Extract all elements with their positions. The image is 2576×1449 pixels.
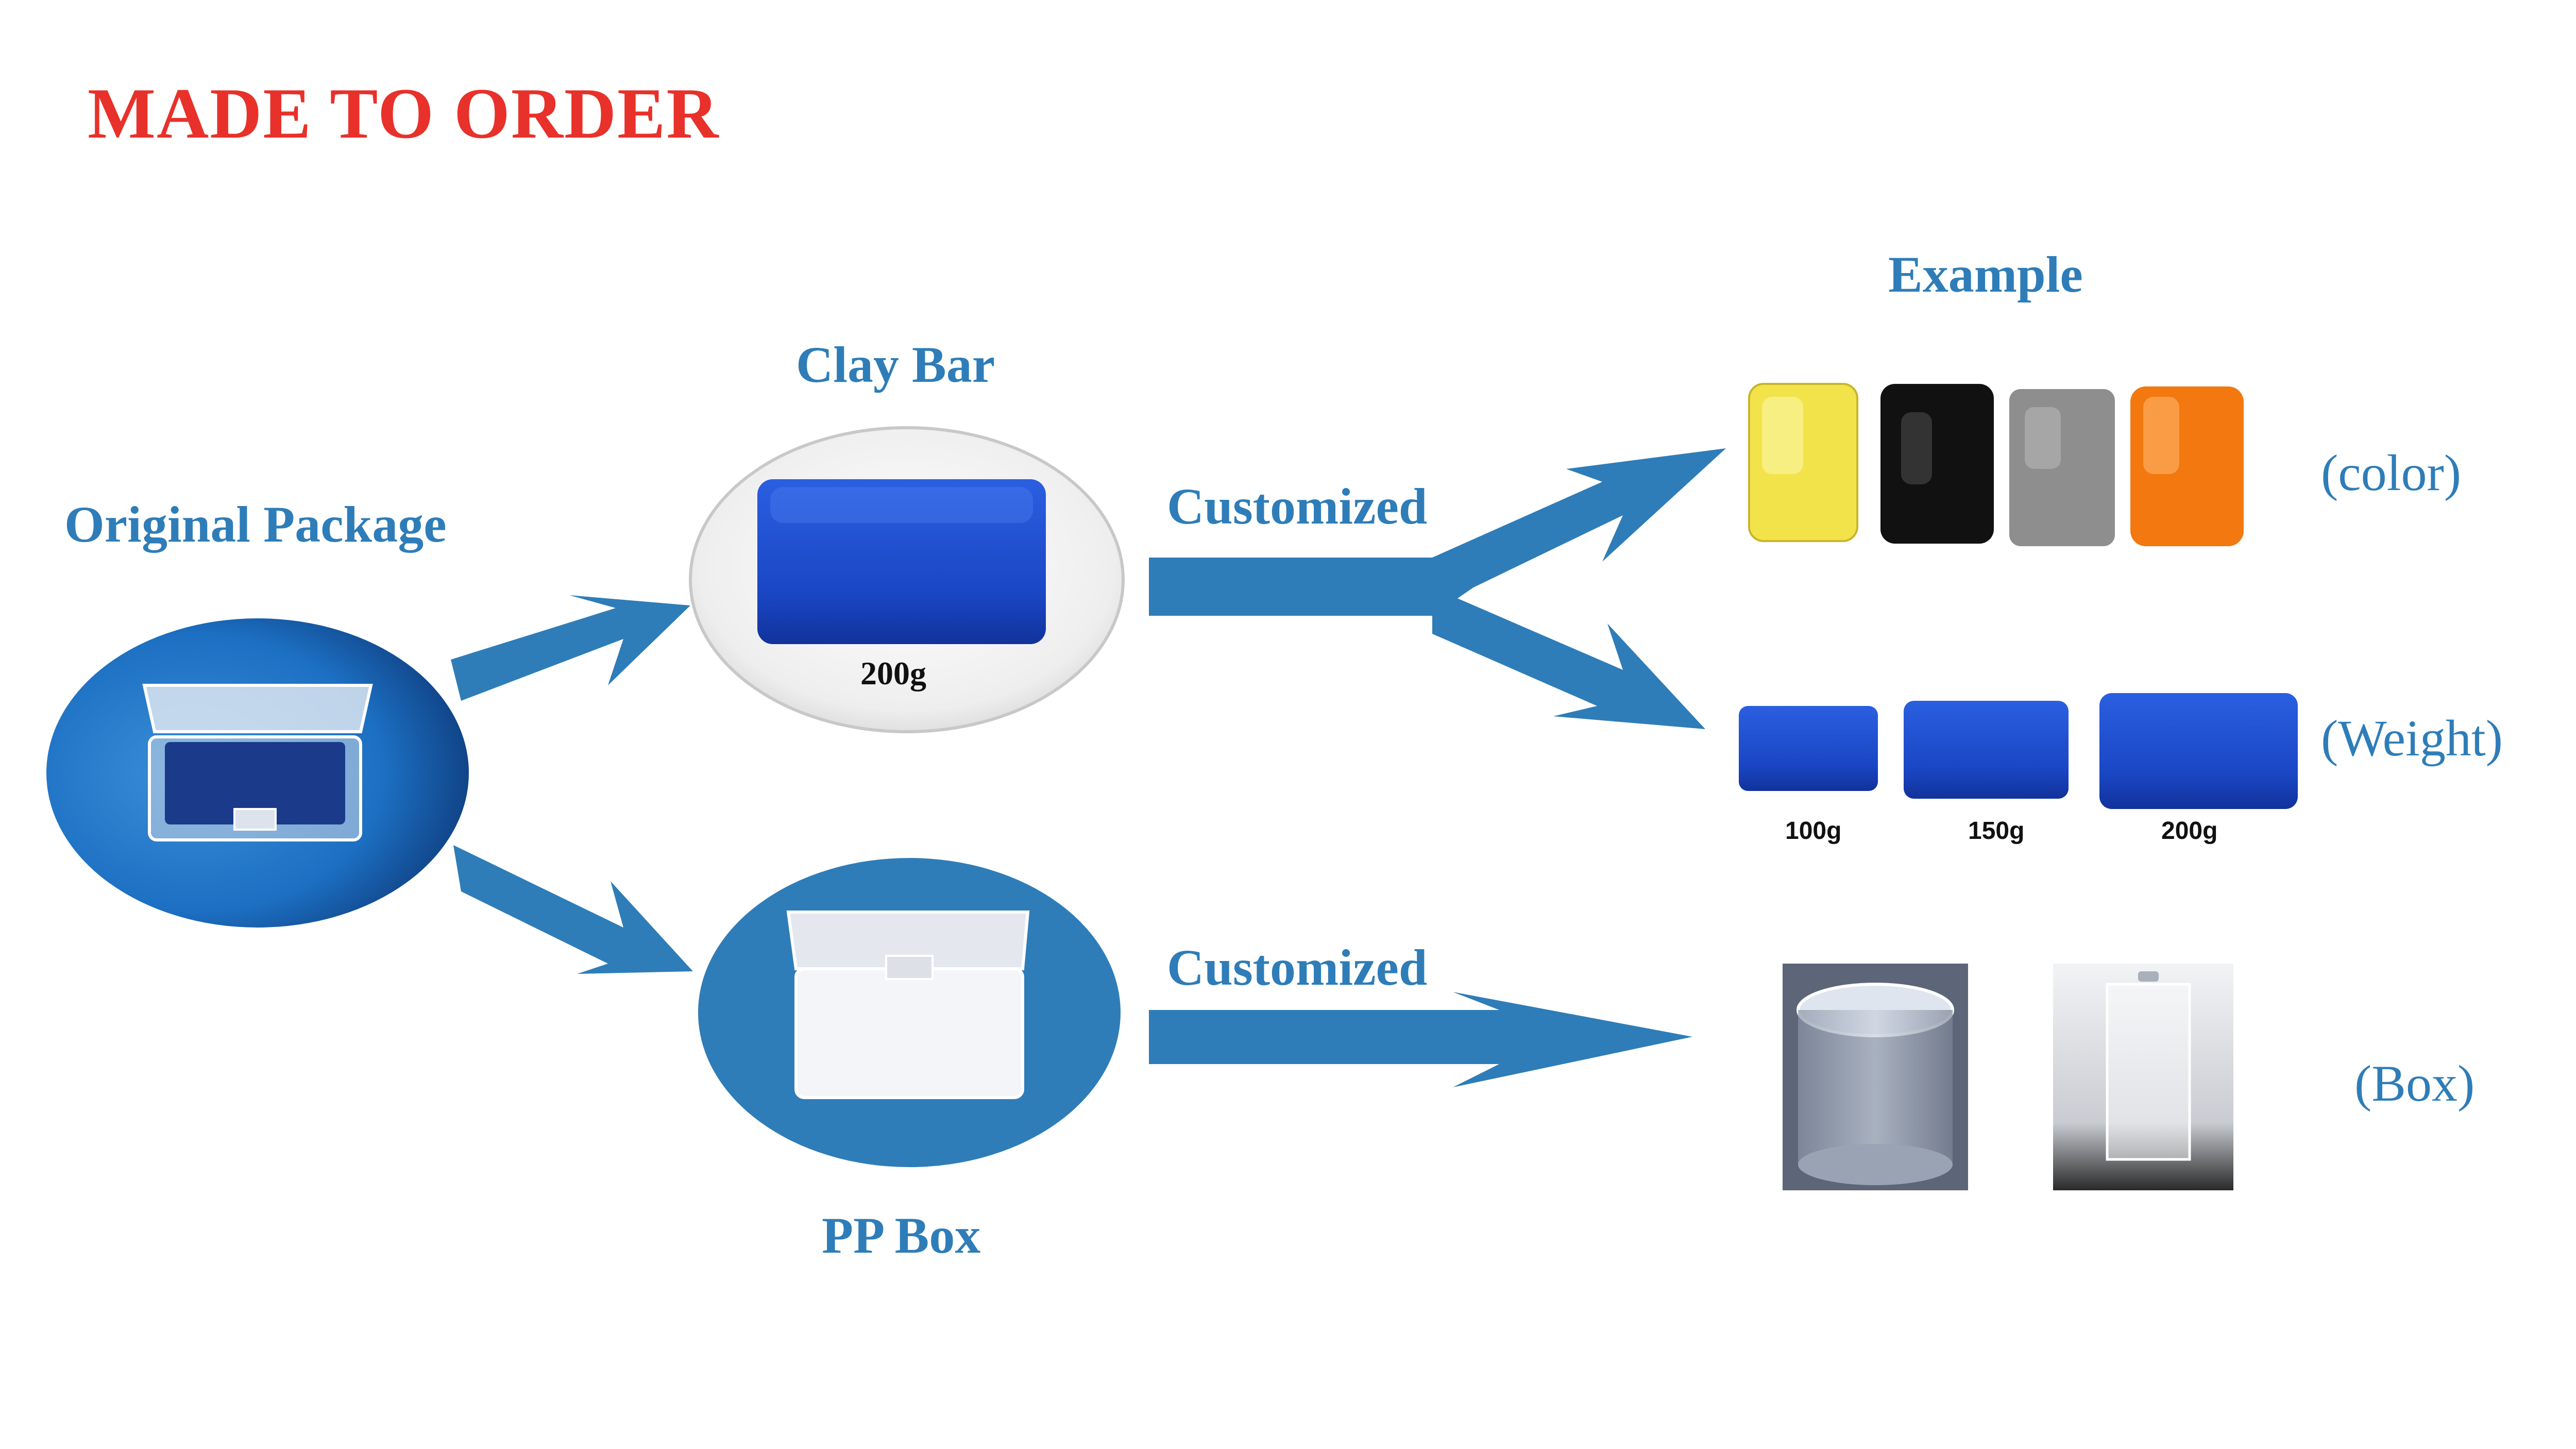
clay-bar-image: [757, 479, 1046, 644]
original-package-label: Original Package: [64, 496, 447, 553]
jar-image: [1783, 964, 1968, 1190]
arrow-to-pp-box: [453, 845, 693, 974]
weight-200g-label: 200g: [2161, 817, 2218, 845]
pp-box-image: [786, 911, 1030, 1099]
weight-150g-label: 150g: [1968, 817, 2025, 845]
clay-bar-weight: 200g: [860, 655, 926, 692]
blister-box-image: [2053, 964, 2233, 1190]
bar-100g: [1739, 706, 1878, 791]
weight-label: (Weight): [2321, 710, 2503, 767]
arrow-to-clay-bar: [451, 595, 690, 701]
color-label: (color): [2321, 444, 2462, 501]
page-title: MADE TO ORDER: [88, 74, 720, 154]
clay-bar-label: Clay Bar: [796, 336, 995, 393]
original-package-image: [142, 684, 373, 841]
customized-fork-arrow: [1149, 448, 1726, 729]
bar-150g: [1904, 701, 2069, 799]
weight-100g-label: 100g: [1785, 817, 1842, 845]
customized-label-top: Customized: [1167, 478, 1428, 535]
customized-box-arrow: [1149, 992, 1692, 1087]
weight-bars: [1739, 693, 2298, 809]
pp-box-label: PP Box: [822, 1207, 981, 1264]
swatch-gray: [2009, 389, 2115, 546]
bar-200g: [2099, 693, 2298, 809]
swatch-black: [1880, 384, 1994, 544]
box-label: (Box): [2354, 1055, 2475, 1112]
color-swatches: [1748, 383, 2244, 546]
customized-label-bottom: Customized: [1167, 939, 1428, 996]
example-label: Example: [1888, 246, 2083, 303]
